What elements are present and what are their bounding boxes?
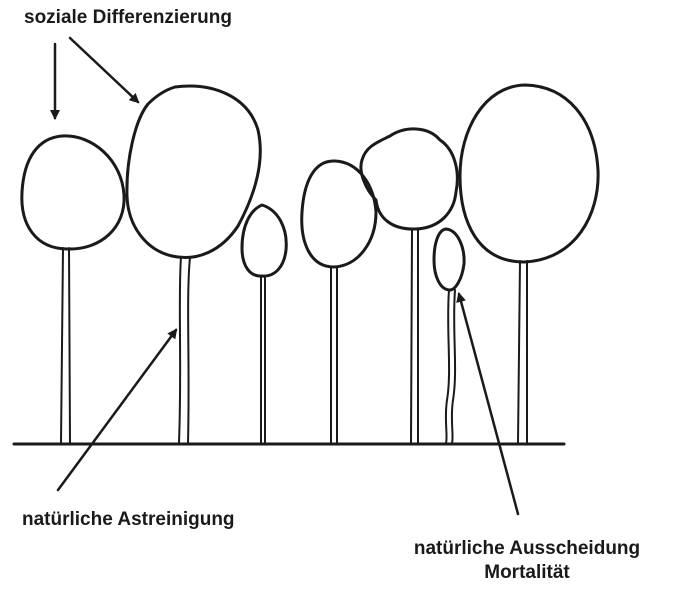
label-mortality: Mortalität [484, 562, 570, 583]
tree-6-trunk [444, 289, 457, 444]
tree-5-trunk [410, 229, 419, 444]
label-natural-selection: natürliche Ausscheidung [413, 538, 641, 559]
tree-3-crown [240, 203, 288, 278]
tree-1-trunk [60, 247, 71, 444]
tree-2-crown [125, 84, 262, 259]
tree-1-crown [20, 134, 126, 251]
tree-4-trunk [330, 266, 338, 444]
tree-1 [20, 134, 126, 444]
label-social-differentiation: soziale Differenzierung [24, 7, 232, 28]
tree-3 [240, 203, 288, 444]
tree-6-crown [432, 227, 466, 292]
tree-6 [432, 227, 466, 444]
tree-5 [359, 127, 459, 444]
label-natural-pruning: natürliche Astreinigung [22, 509, 235, 530]
tree-4 [300, 159, 378, 444]
arrow-social-diagonal [68, 36, 140, 104]
tree-7 [458, 83, 600, 444]
tree-2-trunk [178, 256, 191, 444]
tree-3-trunk [260, 275, 266, 444]
tree-7-trunk [517, 260, 528, 444]
tree-4-crown [300, 159, 378, 269]
tree-5-crown [359, 127, 459, 231]
tree-7-crown [458, 83, 600, 264]
arrow-natural-pruning [56, 328, 178, 492]
tree-2 [125, 84, 262, 444]
label-natural-selection-group: natürliche Ausscheidung Mortalität [384, 537, 670, 585]
arrow-natural-selection [456, 292, 520, 516]
